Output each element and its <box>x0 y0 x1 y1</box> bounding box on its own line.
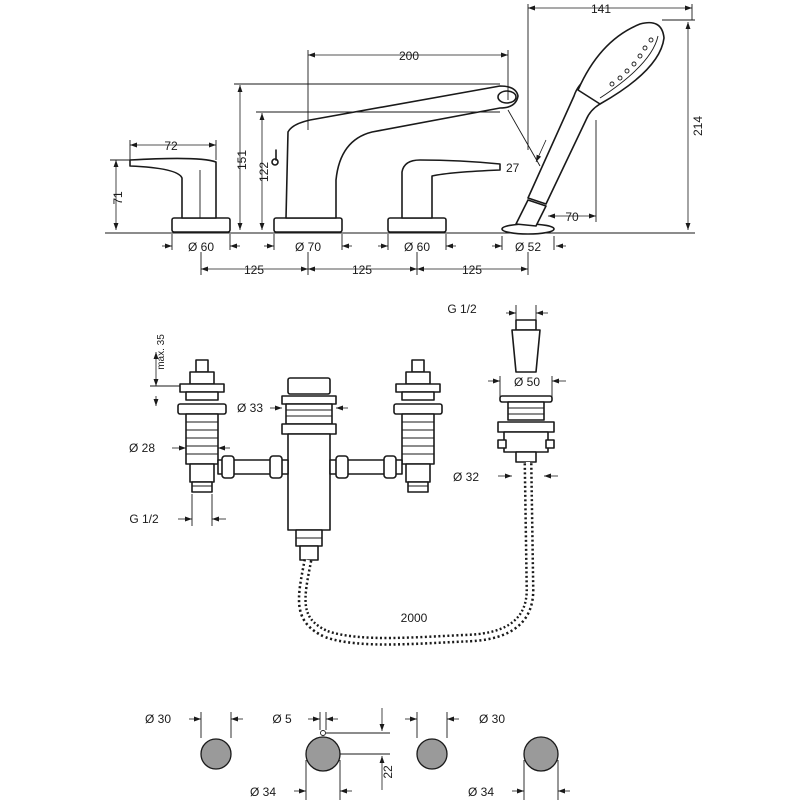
dim-d28: Ø 28 <box>129 441 155 455</box>
dim-122: 122 <box>257 162 271 182</box>
installation-view: G 1/2 max. 35 Ø 33 Ø 28 G 1/2 Ø 50 Ø 32 … <box>129 302 566 646</box>
dim-d30-right: Ø 30 <box>479 712 505 726</box>
dim-22: 22 <box>381 765 395 779</box>
dim-d70: Ø 70 <box>295 240 321 254</box>
dim-71: 71 <box>111 191 125 205</box>
dim-141: 141 <box>591 2 611 16</box>
dim-d50: Ø 50 <box>514 375 540 389</box>
dim-g12-left: G 1/2 <box>129 512 159 526</box>
dim-125-b: 125 <box>352 263 372 277</box>
spout <box>271 85 519 233</box>
dim-max35: max. 35 <box>156 334 167 370</box>
central-body <box>281 377 337 561</box>
hand-shower <box>501 21 665 235</box>
dim-d34-left: Ø 34 <box>250 785 276 799</box>
shower-mount <box>497 319 555 463</box>
dim-151: 151 <box>235 150 249 170</box>
dim-d33: Ø 33 <box>237 401 263 415</box>
dim-72: 72 <box>164 139 178 153</box>
connecting-pipes <box>217 455 403 479</box>
deck-holes-view: Ø 30 Ø 5 Ø 30 Ø 34 22 Ø 34 <box>145 708 570 800</box>
right-handle <box>387 159 501 233</box>
hole-pin <box>320 730 326 736</box>
dim-200: 200 <box>399 49 419 63</box>
dim-27: 27 <box>506 161 520 175</box>
dim-125-c: 125 <box>462 263 482 277</box>
hole-spout <box>305 736 341 772</box>
dim-70: 70 <box>565 210 579 224</box>
hole-right <box>416 738 448 770</box>
dim-g12-top: G 1/2 <box>447 302 477 316</box>
dim-d60-right: Ø 60 <box>404 240 430 254</box>
dim-d52: Ø 52 <box>515 240 541 254</box>
right-valve <box>393 359 443 493</box>
shower-nozzles <box>609 37 654 87</box>
dim-214: 214 <box>691 116 705 136</box>
dim-d30-left: Ø 30 <box>145 712 171 726</box>
left-valve <box>177 359 227 493</box>
dim-hose-length: 2000 <box>401 611 428 625</box>
faucet-side-view: 141 200 72 214 151 122 71 27 70 Ø 60 Ø 7… <box>105 2 705 277</box>
dim-d5: Ø 5 <box>272 712 292 726</box>
dim-d34-right: Ø 34 <box>468 785 494 799</box>
dim-d60-left: Ø 60 <box>188 240 214 254</box>
left-handle <box>129 157 231 233</box>
dim-125-a: 125 <box>244 263 264 277</box>
hole-left <box>200 738 232 770</box>
dim-d32: Ø 32 <box>453 470 479 484</box>
hole-shower <box>523 736 559 772</box>
